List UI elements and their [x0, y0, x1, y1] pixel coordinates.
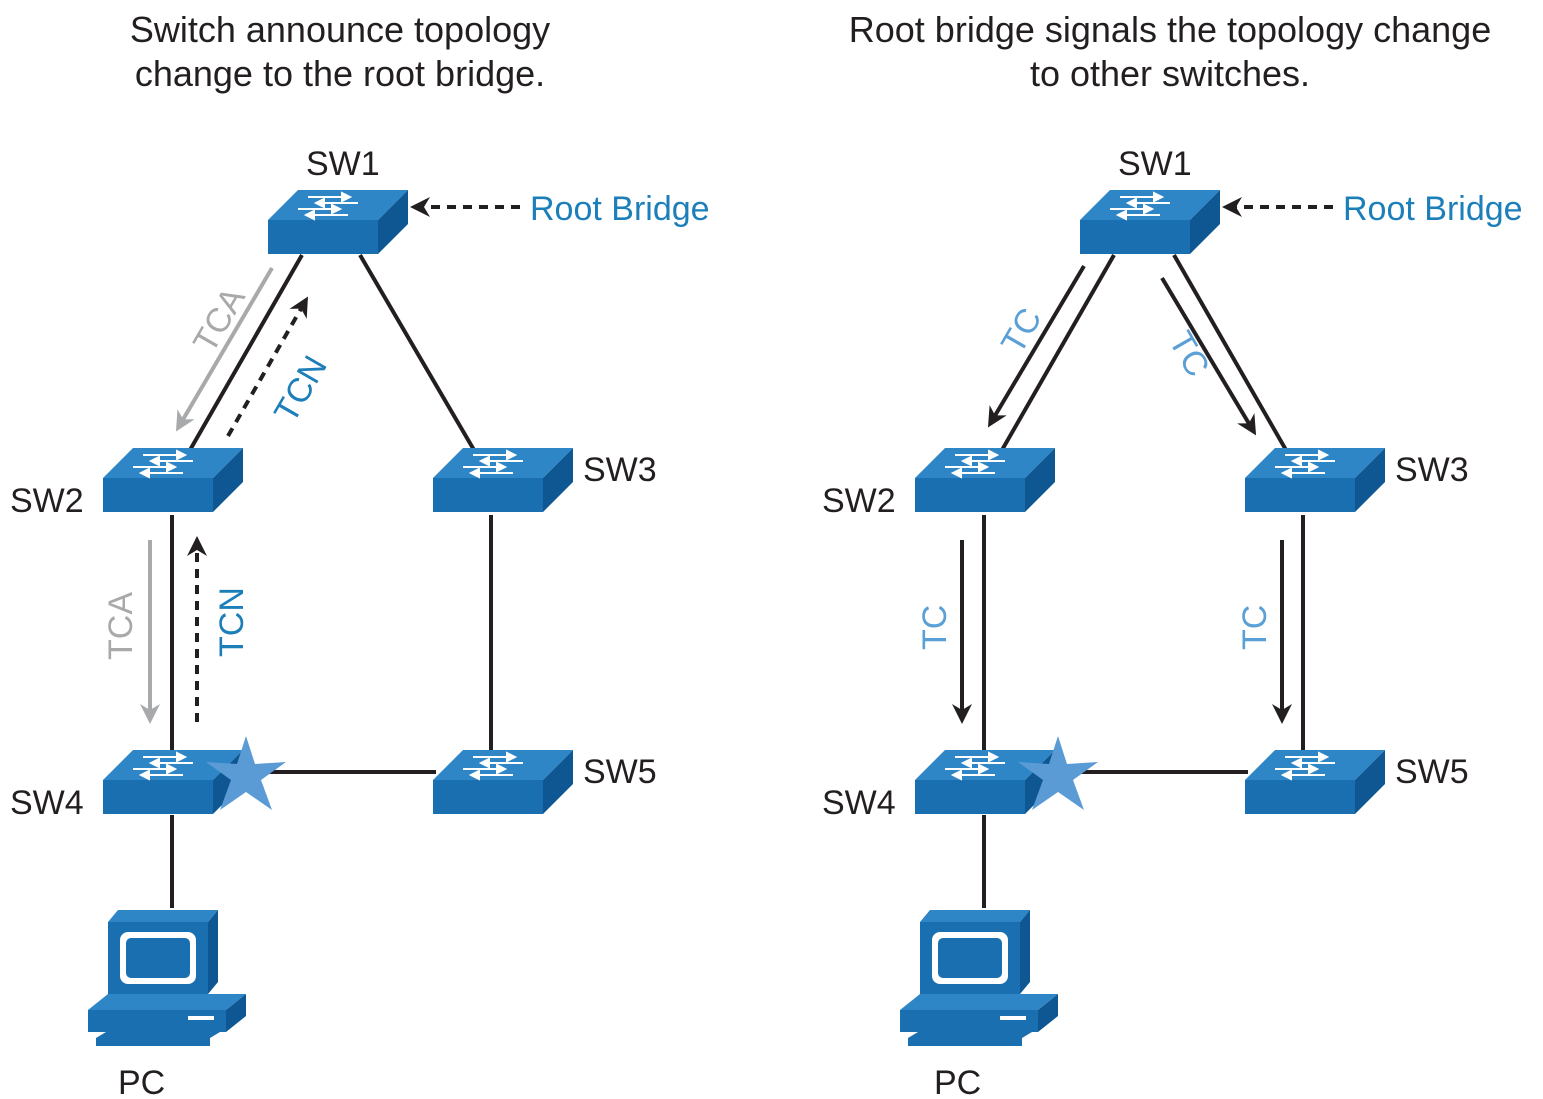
switch-sw3-icon-right: [1244, 447, 1386, 513]
root-bridge-label-right: Root Bridge: [1343, 190, 1523, 228]
label-sw1: SW1: [306, 145, 380, 183]
tc-label-left-diagonal: TC: [994, 302, 1050, 360]
tc-label-left-vertical: TC: [916, 605, 954, 650]
label-sw2-right: SW2: [822, 482, 896, 520]
tc-label-right-diagonal: TC: [1161, 325, 1217, 383]
label-sw5-right: SW5: [1395, 753, 1469, 791]
label-sw3-right: SW3: [1395, 451, 1469, 489]
left-caption: Switch announce topology change to the r…: [129, 9, 551, 94]
label-pc: PC: [118, 1064, 165, 1099]
label-sw4: SW4: [10, 784, 84, 822]
tcn-label-upper: TCN: [267, 349, 335, 429]
switch-sw4-icon-right: [914, 749, 1056, 815]
tc-label-right-vertical: TC: [1236, 605, 1274, 650]
link-sw1-sw2: [188, 254, 304, 451]
tcn-label-lower: TCN: [213, 587, 251, 657]
switch-sw1-icon-right: [1079, 189, 1221, 255]
switch-sw5-icon-right: [1244, 749, 1386, 815]
label-sw5: SW5: [583, 753, 657, 791]
switch-sw2-icon: [102, 447, 244, 513]
link-sw1-sw3: [358, 253, 476, 452]
tcn-arrow-sw2-to-sw1: [226, 296, 308, 437]
switch-sw1-icon: [267, 189, 409, 255]
label-sw3: SW3: [583, 451, 657, 489]
link-sw1-sw3-right: [1172, 254, 1288, 451]
label-sw4-right: SW4: [822, 784, 896, 822]
switch-sw3-icon: [432, 447, 574, 513]
tc-arrow-sw1-to-sw2: [987, 264, 1086, 428]
label-sw1-right: SW1: [1118, 145, 1192, 183]
switch-sw4-icon: [102, 749, 244, 815]
right-caption: Root bridge signals the topology change …: [848, 9, 1492, 94]
link-sw1-sw2-right: [1000, 254, 1116, 451]
switch-sw2-icon-right: [914, 447, 1056, 513]
tca-label-lower: TCA: [102, 592, 140, 660]
left-panel: SW1 SW2 SW3 SW4 SW5 PC Root Bridge TCA T…: [10, 145, 710, 1099]
root-bridge-label: Root Bridge: [530, 190, 710, 228]
pc-icon: [88, 910, 246, 1046]
pc-icon-right: [900, 910, 1058, 1046]
switch-sw5-icon: [432, 749, 574, 815]
tc-arrow-sw1-to-sw3: [1160, 276, 1257, 436]
right-panel: SW1 SW2 SW3 SW4 SW5 PC Root Bridge TC TC…: [822, 145, 1523, 1099]
label-sw2: SW2: [10, 482, 84, 520]
label-pc-right: PC: [934, 1064, 981, 1099]
tca-arrow-sw1-to-sw2: [175, 266, 274, 432]
